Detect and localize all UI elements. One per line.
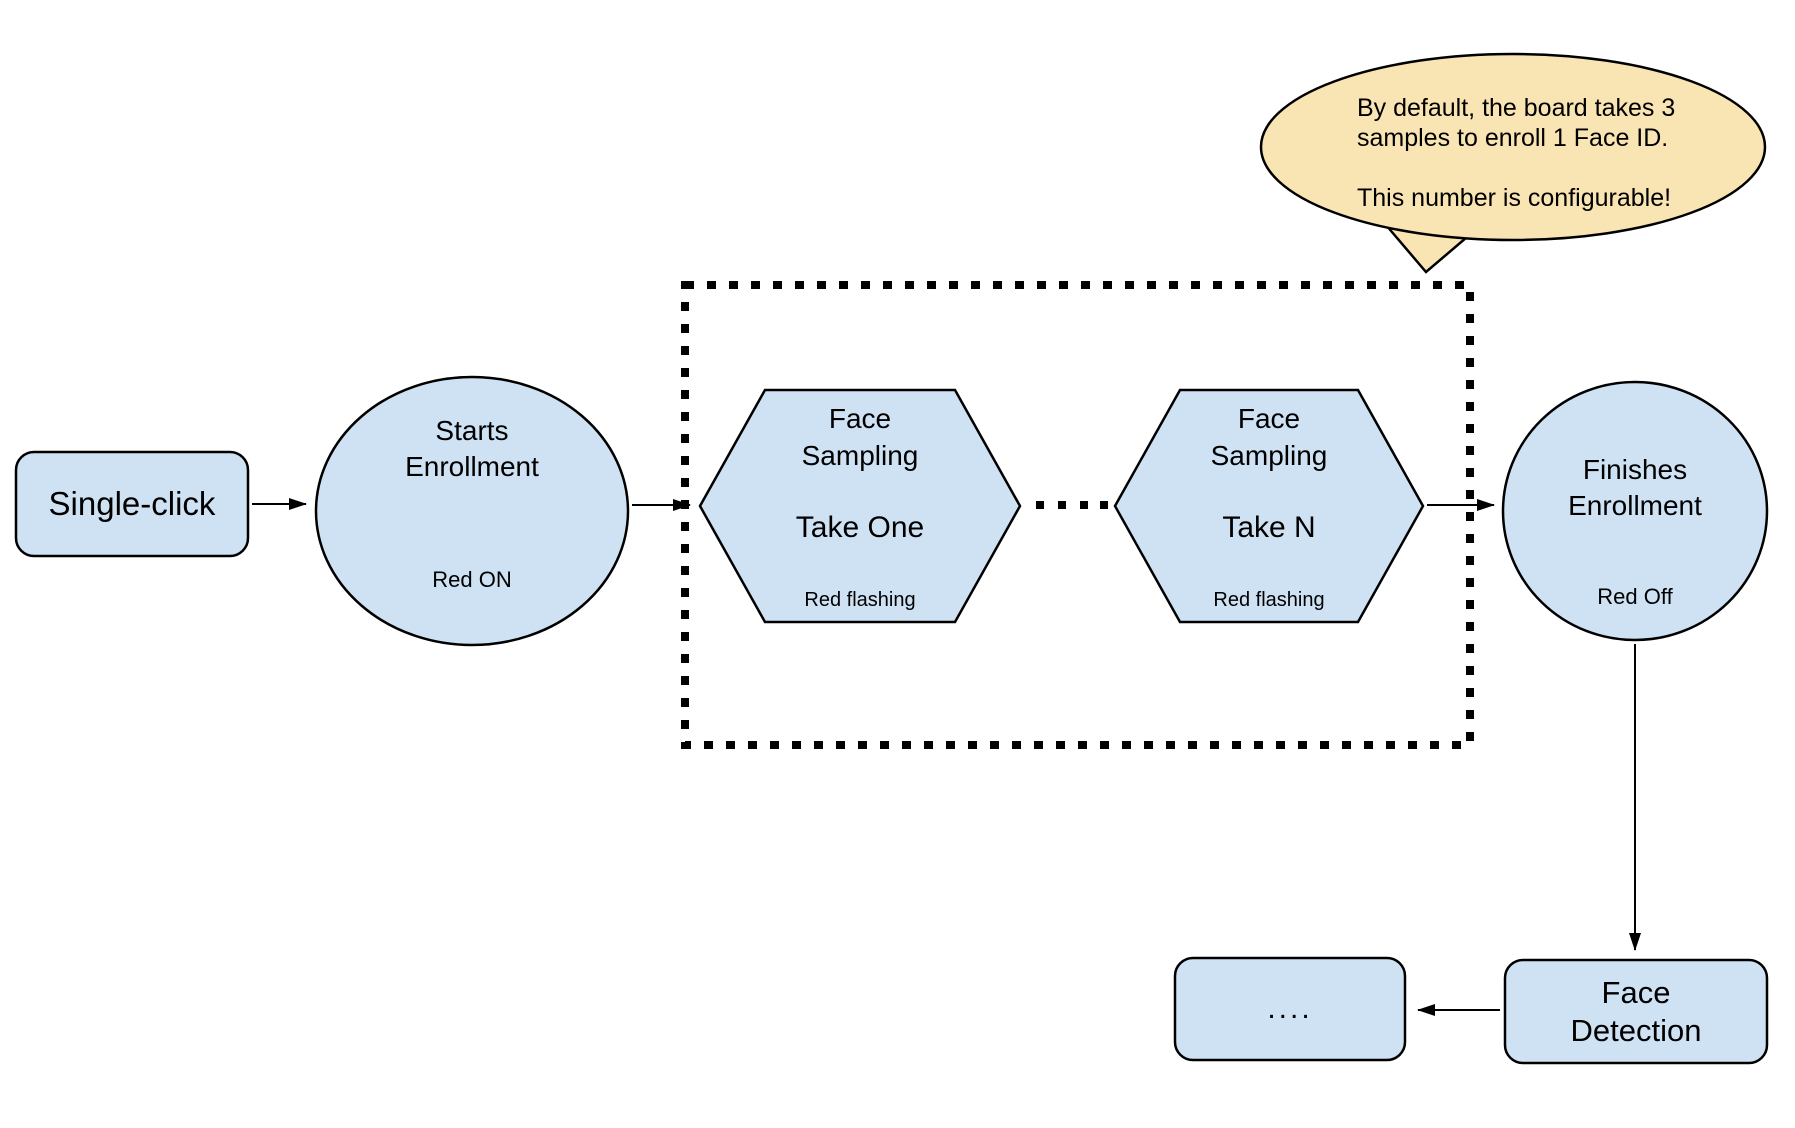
face-sampling-n-status: Red flashing (1213, 589, 1325, 611)
single-click-label: Single-click (48, 485, 216, 522)
face-sampling-one-node (698, 388, 1022, 624)
callout-text: By default, the board takes 3 samples to… (1357, 94, 1676, 212)
callout-bubble (1259, 52, 1767, 242)
face-sampling-n-label: Face Sampling (1210, 403, 1328, 471)
face-detection-node (1503, 958, 1769, 1065)
finishes-enrollment-status: Red Off (1597, 584, 1673, 609)
starts-enrollment-status: Red ON (432, 567, 512, 592)
face-sampling-one-step: Take One (795, 511, 925, 544)
face-sampling-one-status: Red flashing (804, 589, 916, 611)
repeat-dots (1036, 501, 1108, 509)
face-sampling-n-step: Take N (1222, 511, 1316, 544)
starts-enrollment-node (314, 375, 630, 647)
starts-enrollment-label: Starts Enrollment (405, 415, 539, 482)
face-sampling-n-node (1113, 388, 1425, 624)
single-click-node (14, 450, 250, 558)
sampling-group-dotted-border (681, 281, 1474, 749)
continuation-label: .... (1267, 992, 1313, 1025)
finishes-enrollment-node (1501, 380, 1769, 642)
finishes-enrollment-label: Finishes Enrollment (1568, 454, 1702, 521)
face-sampling-one-label: Face Sampling (801, 403, 919, 471)
face-detection-label: Face Detection (1570, 974, 1702, 1048)
continuation-node (1173, 956, 1407, 1062)
